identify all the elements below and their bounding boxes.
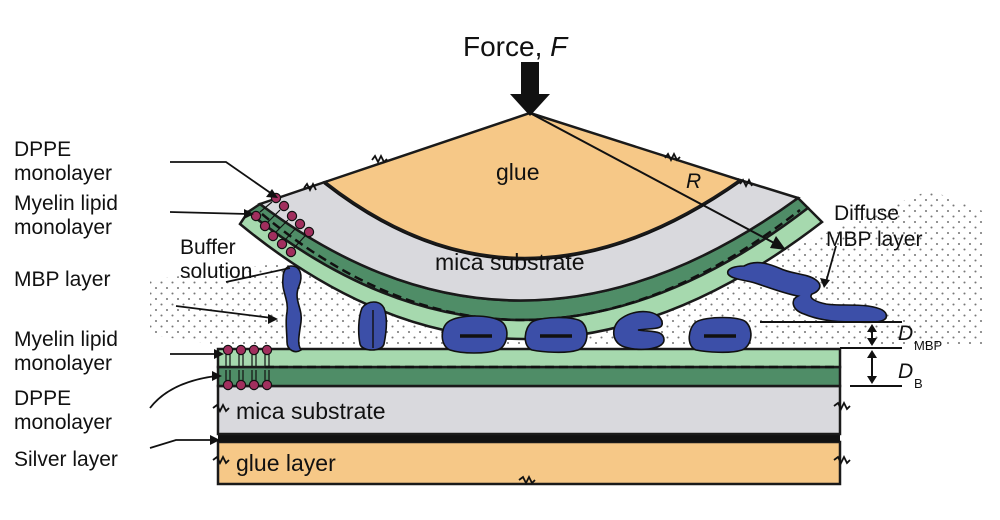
label-dppe-bot-2: monolayer <box>14 411 112 434</box>
label-diffuse-2: MBP layer <box>826 228 922 251</box>
radius-label: R <box>686 170 701 193</box>
label-dppe-top-1: DPPE <box>14 138 71 161</box>
upper-break-marks <box>303 151 753 193</box>
leader-lines <box>149 161 837 449</box>
label-d-mbp-sub: MBP <box>914 338 942 353</box>
label-d-b-sub: B <box>914 376 923 391</box>
upper-glue-lens <box>322 111 743 260</box>
mbp-protein-c-shape <box>612 310 665 351</box>
label-d-b: D <box>898 360 913 383</box>
label-dppe-bot-1: DPPE <box>14 387 71 410</box>
mbp-protein-extended <box>281 265 303 353</box>
lower-lipid-headgroups <box>222 344 273 391</box>
mbp-protein-diffuse <box>726 261 888 324</box>
distance-arrowheads <box>867 324 877 384</box>
lower-mica-label: mica substrate <box>236 398 386 424</box>
lower-dppe-monolayer <box>216 365 842 388</box>
label-silver: Silver layer <box>14 448 118 471</box>
mbp-proteins <box>281 261 888 354</box>
label-buffer-1: Buffer <box>180 236 236 259</box>
radius-line <box>529 112 777 245</box>
force-title: Force, F <box>463 31 569 62</box>
label-buffer-2: solution <box>180 260 252 283</box>
label-myelin-top-2: monolayer <box>14 216 112 239</box>
label-dppe-top-2: monolayer <box>14 162 112 185</box>
label-myelin-bot-1: Myelin lipid <box>14 328 118 351</box>
lower-break-marks <box>212 400 851 486</box>
upper-lipid-headgroups <box>250 192 315 258</box>
lower-silver-layer <box>218 434 840 442</box>
label-mbp: MBP layer <box>14 268 110 291</box>
leader-arrowheads <box>210 189 830 445</box>
lower-myelin-monolayer <box>216 347 842 369</box>
force-symbol: F <box>550 31 569 62</box>
upper-bilayer-midplane <box>261 209 801 322</box>
force-arrow-shaft <box>521 62 539 96</box>
lower-mica-substrate <box>216 384 842 436</box>
label-diffuse-1: Diffuse <box>834 202 899 225</box>
upper-glue-label: glue <box>496 159 539 185</box>
label-d-mbp: D <box>898 322 913 345</box>
upper-mica-label: mica substrate <box>435 249 585 275</box>
force-arrow-head <box>510 94 550 116</box>
radius-arrowhead <box>770 236 786 250</box>
label-myelin-bot-2: monolayer <box>14 352 112 375</box>
lower-glue-label: glue layer <box>236 450 336 476</box>
label-myelin-top-1: Myelin lipid <box>14 192 118 215</box>
